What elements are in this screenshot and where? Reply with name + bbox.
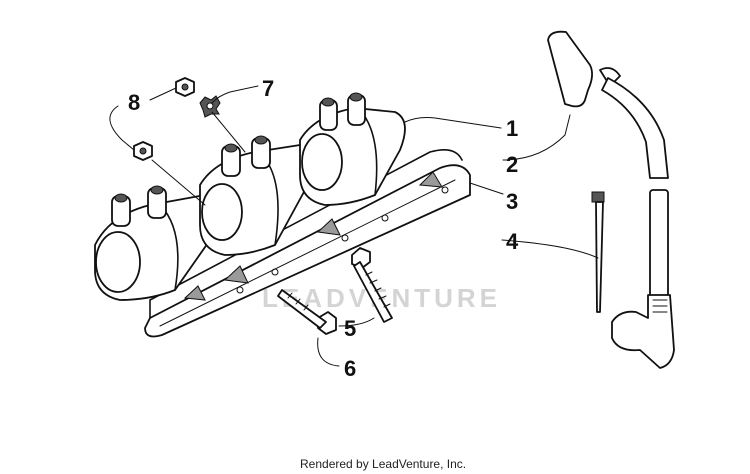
bolt-short <box>277 289 337 335</box>
callout-8: 8 <box>128 90 140 115</box>
callout-4: 4 <box>506 229 519 254</box>
callout-6: 6 <box>344 356 356 381</box>
spark-plug-wire <box>547 30 675 369</box>
callout-2: 2 <box>506 152 518 177</box>
hex-nut-upper <box>175 77 195 97</box>
cable-tie <box>591 191 605 313</box>
callout-7: 7 <box>262 76 274 101</box>
callout-1: 1 <box>506 116 518 141</box>
hex-nut-lower <box>133 141 153 161</box>
callout-5: 5 <box>344 316 356 341</box>
mounting-bracket <box>144 149 471 338</box>
ignition-coil-front <box>94 185 215 301</box>
leader-lines <box>109 85 599 367</box>
ignition-coil-middle <box>199 135 312 256</box>
lock-washer <box>199 95 221 118</box>
footer-credit: Rendered by LeadVenture, Inc. <box>300 457 466 471</box>
bolt-long <box>351 247 393 323</box>
callout-3: 3 <box>506 189 518 214</box>
ignition-coil-rear <box>299 92 406 206</box>
